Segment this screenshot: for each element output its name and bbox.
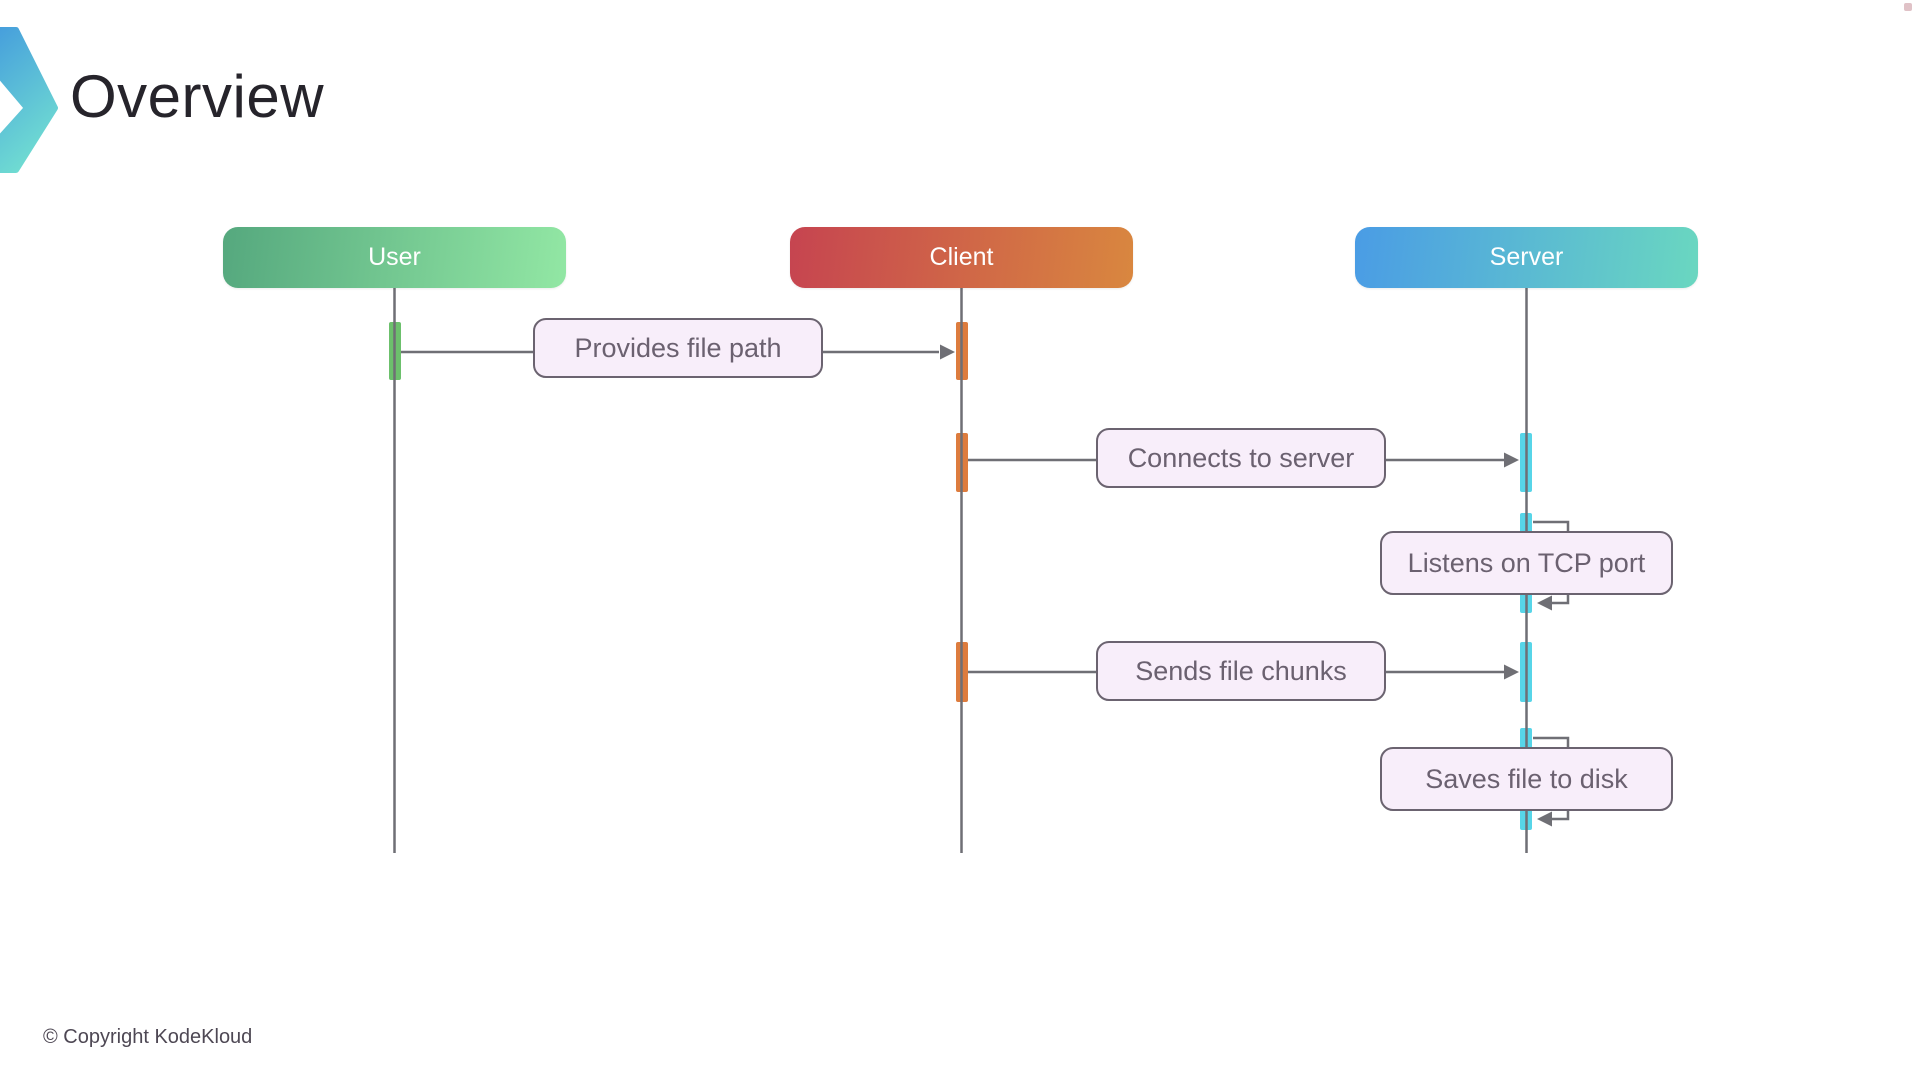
- page-title: Overview: [70, 63, 325, 130]
- message-provides-file-path: Provides file path: [533, 318, 823, 378]
- arrowhead-left-icon: [1537, 811, 1552, 827]
- actor-user: User: [223, 227, 566, 288]
- actor-client-label: Client: [929, 243, 994, 271]
- arrowhead-right-icon: [1504, 452, 1519, 468]
- recording-indicator-dot: [1904, 3, 1912, 11]
- actor-server-label: Server: [1489, 243, 1564, 271]
- actor-server: Server: [1355, 227, 1698, 288]
- actor-user-label: User: [368, 243, 421, 271]
- kodekloud-chevron-logo-icon: [0, 27, 58, 173]
- message-connects-to-server: Connects to server: [1096, 428, 1386, 488]
- arrowhead-right-icon: [940, 344, 955, 360]
- message-saves-file-to-disk: Saves file to disk: [1380, 747, 1673, 811]
- actor-client: Client: [790, 227, 1133, 288]
- arrowhead-left-icon: [1537, 595, 1552, 611]
- arrowhead-right-icon: [1504, 664, 1519, 680]
- message-listens-on-tcp-port: Listens on TCP port: [1380, 531, 1673, 595]
- chevron-shape: [0, 27, 58, 173]
- copyright-text: © Copyright KodeKloud: [43, 1026, 253, 1048]
- message-sends-file-chunks: Sends file chunks: [1096, 641, 1386, 701]
